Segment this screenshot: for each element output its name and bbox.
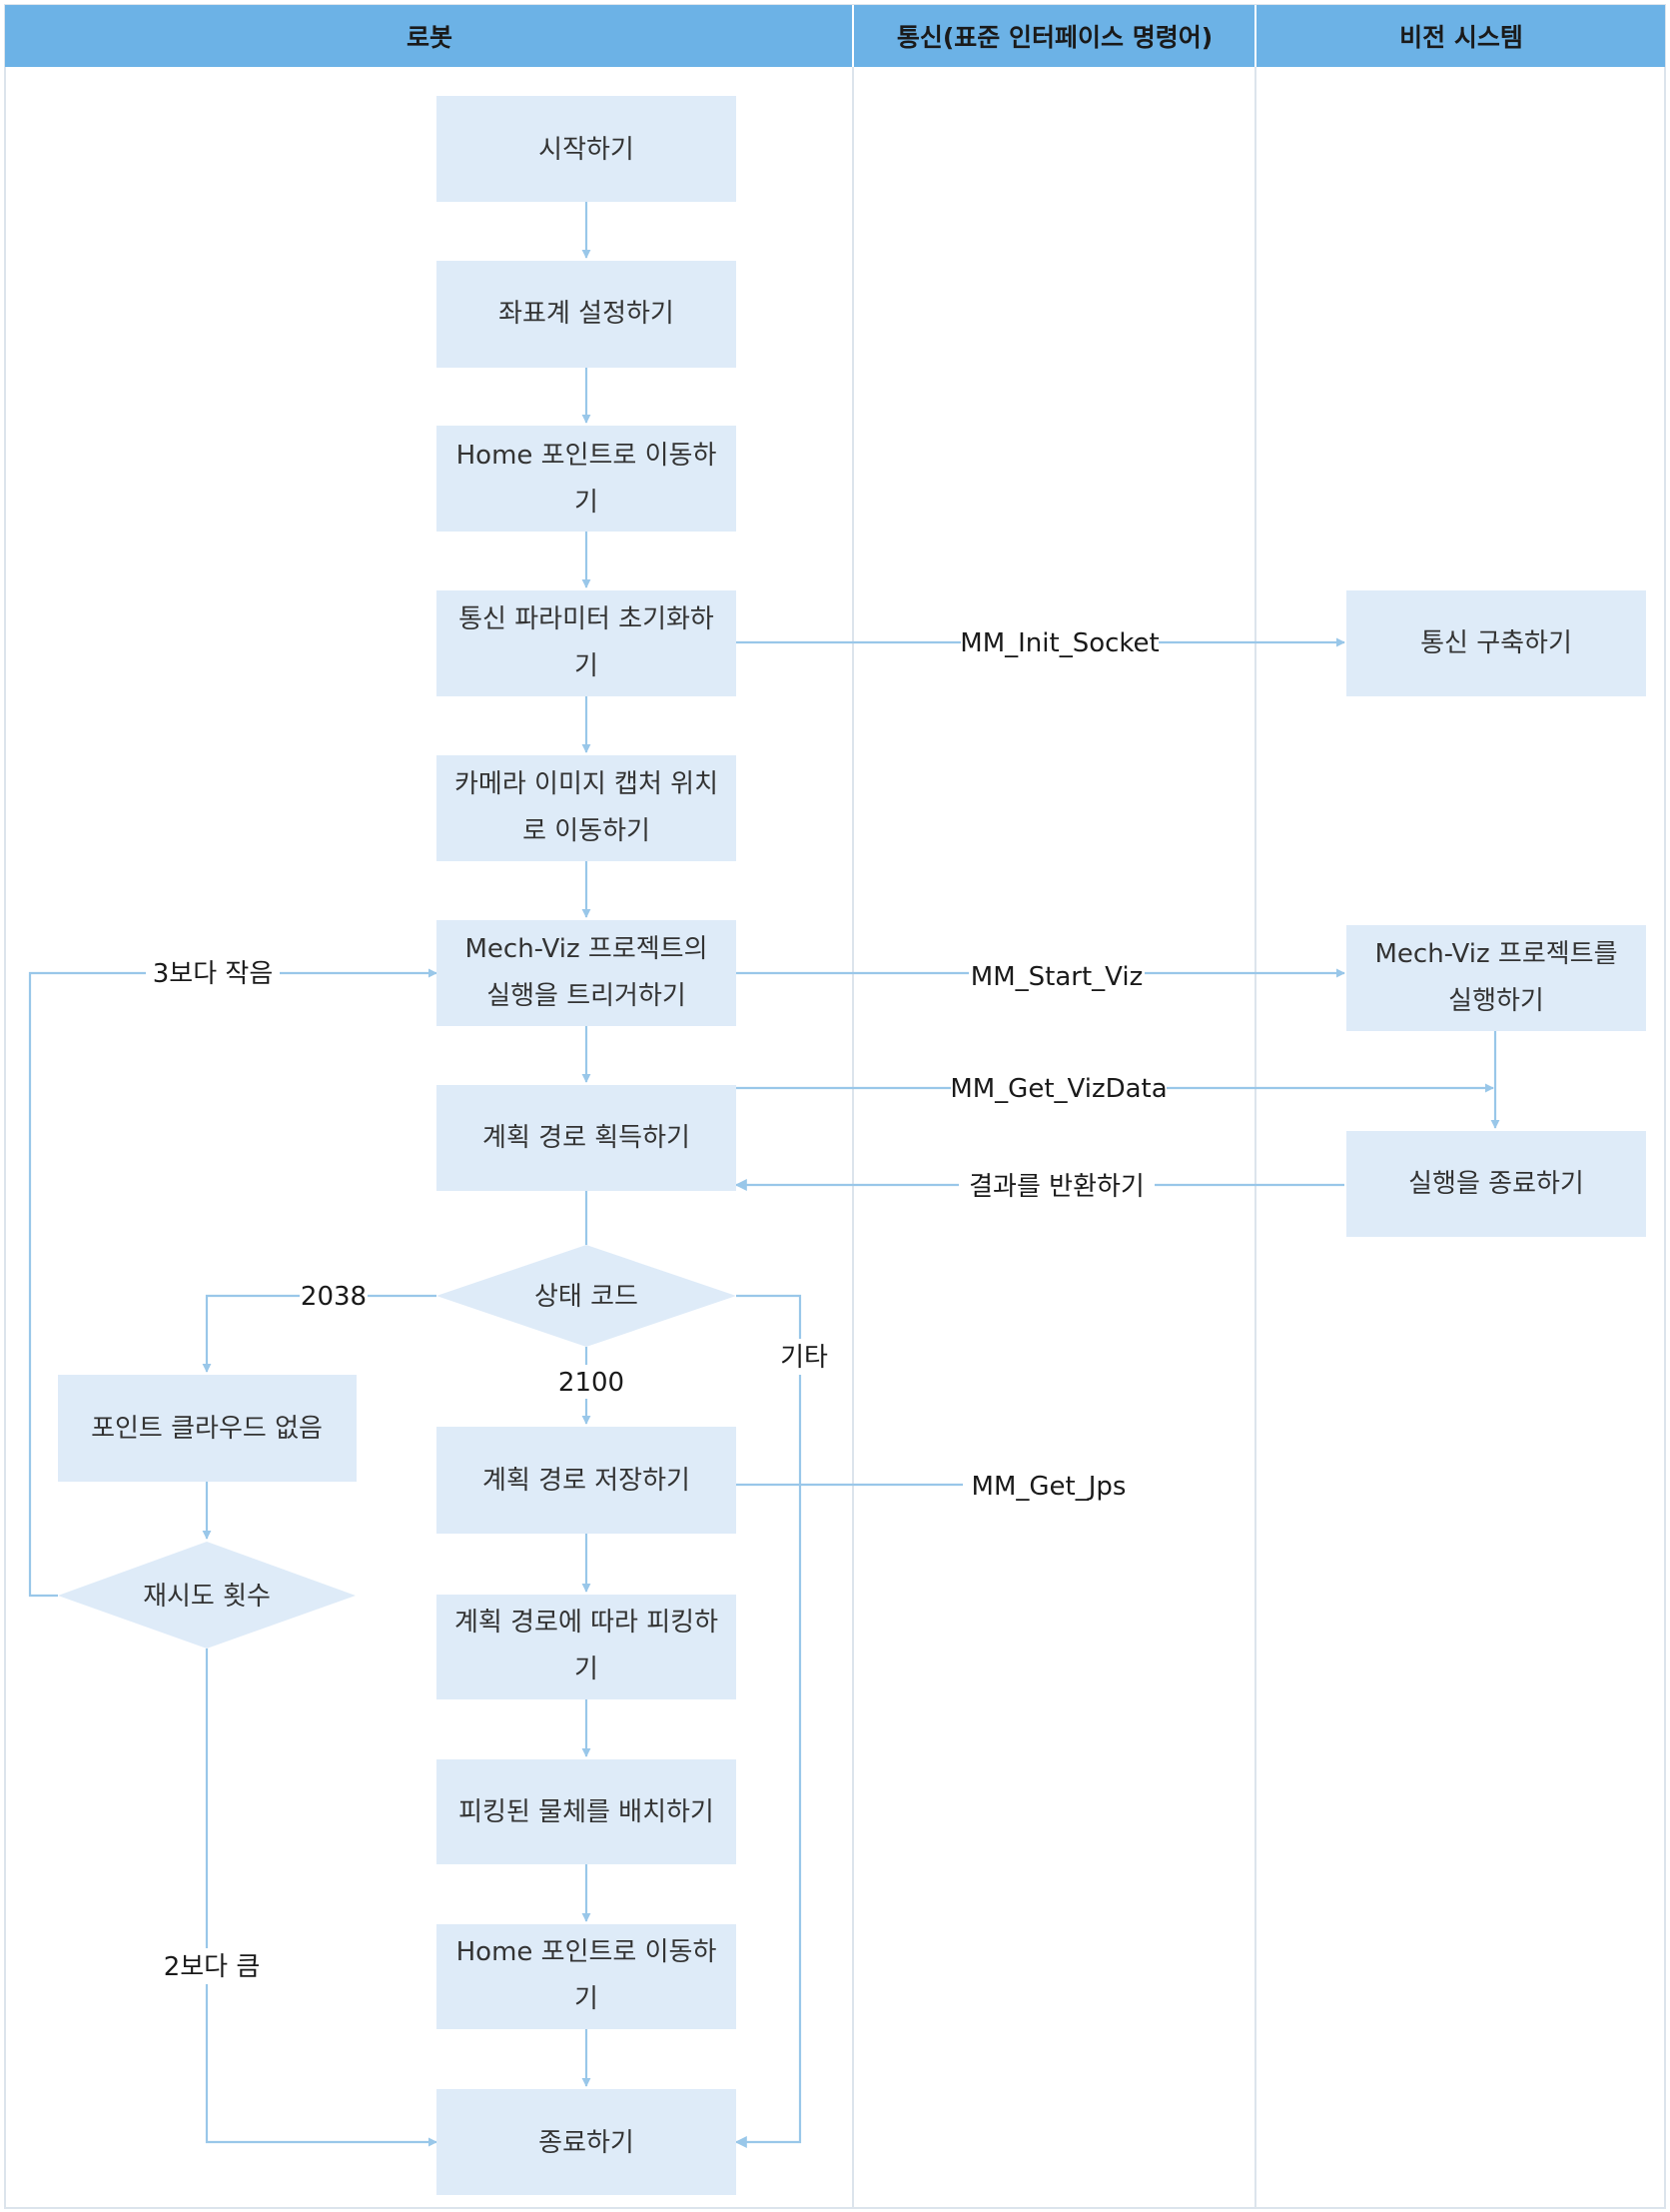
svg-text:Home 포인트로 이동하: Home 포인트로 이동하 [456,1937,717,1967]
svg-text:Home 포인트로 이동하: Home 포인트로 이동하 [456,441,717,471]
svg-text:종료하기: 종료하기 [538,2128,634,2158]
svg-text:실행하기: 실행하기 [1448,986,1544,1016]
svg-text:포인트 클라우드 없음: 포인트 클라우드 없음 [91,1414,323,1444]
node-finish-run: 실행을 종료하기 [1346,1131,1646,1237]
svg-text:기: 기 [574,1655,598,1684]
node-place-obj: 피킹된 물체를 배치하기 [436,1759,736,1864]
svg-text:시작하기: 시작하기 [538,135,634,165]
lane-title-comm: 통신(표준 인터페이스 명령어) [897,23,1213,52]
node-retry-count: 재시도 횟수 [58,1542,356,1649]
node-establish-comm: 통신 구축하기 [1346,590,1646,696]
svg-text:피킹된 물체를 배치하기: 피킹된 물체를 배치하기 [458,1797,714,1827]
svg-text:기: 기 [574,488,598,518]
edge-status-end [734,1294,802,2148]
lane-title-vision: 비전 시스템 [1399,23,1523,52]
svg-text:상태 코드: 상태 코드 [534,1282,638,1312]
edge-label-greater-than-2: 2보다 큼 [164,1952,261,1982]
edge-retry-end [205,1649,437,2147]
node-start: 시작하기 [436,96,736,202]
node-trigger-viz: Mech-Viz 프로젝트의 실행을 트리거하기 [436,920,736,1026]
svg-text:통신 구축하기: 통신 구축하기 [1420,628,1572,658]
edge-label-less-than-3: 3보다 작음 [153,959,274,989]
lane-title-robot: 로봇 [407,23,452,52]
node-move-home-2: Home 포인트로 이동하 기 [436,1924,736,2029]
nodes: 시작하기 좌표계 설정하기 Home 포인트로 이동하 기 통신 파라미터 초기… [58,96,1646,2195]
edge-label-mm-init-socket: MM_Init_Socket [960,628,1159,658]
svg-text:계획 경로에 따라 피킹하: 계획 경로에 따라 피킹하 [454,1608,718,1638]
svg-text:Mech-Viz 프로젝트의: Mech-Viz 프로젝트의 [464,934,707,964]
svg-text:Mech-Viz 프로젝트를: Mech-Viz 프로젝트를 [1374,939,1617,969]
edge-label-2100: 2100 [558,1368,624,1398]
node-pick-path: 계획 경로에 따라 피킹하 기 [436,1595,736,1699]
node-end: 종료하기 [436,2089,736,2195]
svg-text:재시도 횟수: 재시도 횟수 [143,1582,271,1612]
edge-label-mm-get-jps: MM_Get_Jps [972,1472,1127,1502]
node-init-comm: 통신 파라미터 초기화하 기 [436,590,736,696]
edge-labels: MM_Init_Socket MM_Start_Viz MM_Get_VizDa… [146,625,1168,1984]
lane-header-bar [5,5,1665,67]
svg-text:기: 기 [574,651,598,681]
svg-text:계획 경로 획득하기: 계획 경로 획득하기 [482,1123,690,1153]
svg-text:실행을 트리거하기: 실행을 트리거하기 [486,981,686,1011]
edge-label-mm-start-viz: MM_Start_Viz [971,962,1143,992]
node-move-home-1: Home 포인트로 이동하 기 [436,426,736,532]
node-set-coord: 좌표계 설정하기 [436,261,736,368]
svg-text:계획 경로 저장하기: 계획 경로 저장하기 [482,1466,690,1496]
node-save-path: 계획 경로 저장하기 [436,1427,736,1534]
edge-label-mm-get-vizdata: MM_Get_VizData [950,1074,1167,1104]
svg-text:실행을 종료하기: 실행을 종료하기 [1408,1169,1584,1199]
svg-text:카메라 이미지 캡처 위치: 카메라 이미지 캡처 위치 [454,769,718,799]
svg-text:로 이동하기: 로 이동하기 [522,816,650,846]
edge-label-other: 기타 [780,1343,828,1373]
swimlane-frame: 로봇 통신(표준 인터페이스 명령어) 비전 시스템 [4,4,1666,2209]
node-run-viz: Mech-Viz 프로젝트를 실행하기 [1346,925,1646,1031]
svg-text:좌표계 설정하기: 좌표계 설정하기 [498,299,674,329]
svg-text:통신 파라미터 초기화하: 통신 파라미터 초기화하 [458,604,714,634]
node-no-cloud: 포인트 클라우드 없음 [58,1375,357,1482]
node-get-path: 계획 경로 획득하기 [436,1085,736,1191]
node-status-code: 상태 코드 [436,1245,736,1347]
edge-label-2038: 2038 [301,1282,367,1312]
node-move-capture: 카메라 이미지 캡처 위치 로 이동하기 [436,755,736,861]
svg-text:기: 기 [574,1984,598,2014]
edge-label-return-result: 결과를 반환하기 [969,1172,1145,1202]
